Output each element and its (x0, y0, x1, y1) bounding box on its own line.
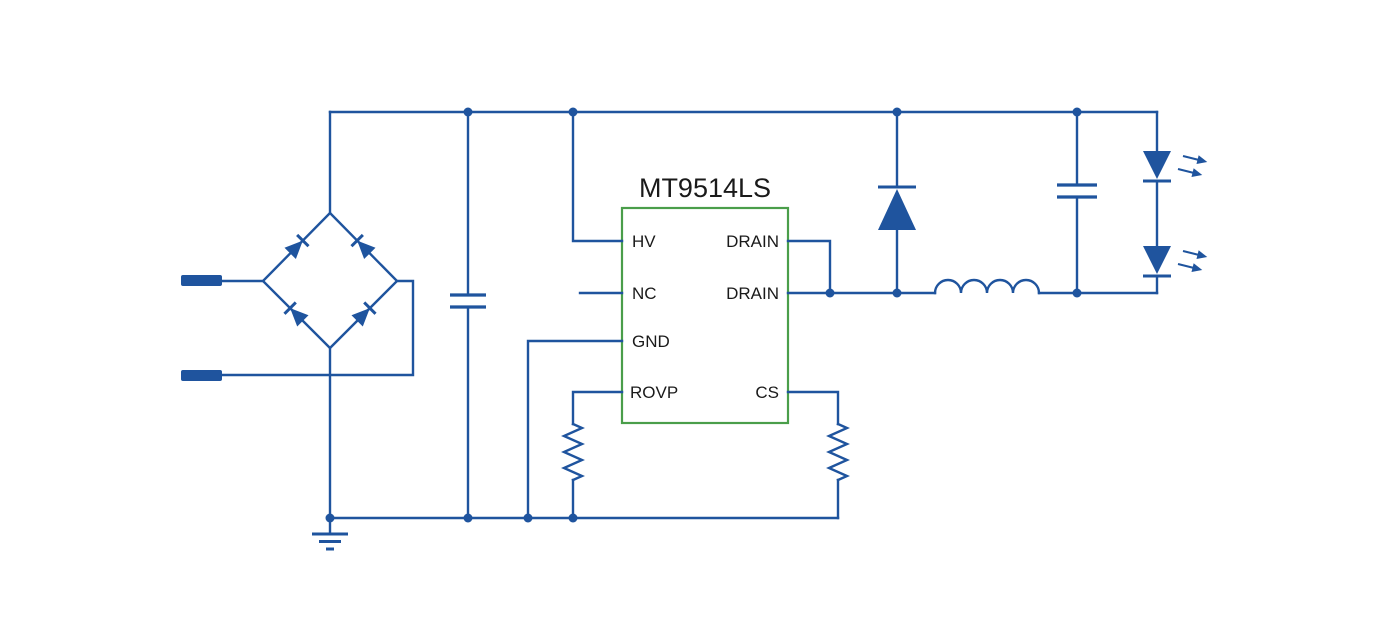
junction-dot (325, 513, 335, 523)
led-2-triangle (1143, 246, 1171, 274)
junction-dot (568, 513, 578, 523)
ac-terminal-bottom (181, 370, 222, 381)
cs-resistor (826, 422, 850, 482)
rovp-wire (571, 390, 624, 426)
junction-dot (892, 107, 902, 117)
pin-label-hv: HV (632, 232, 656, 251)
bridge-diode-top-right-icon (350, 233, 376, 260)
bridge-diode-top-left-icon (284, 233, 310, 260)
pin-label-nc: NC (632, 284, 657, 303)
bridge-diamond (261, 211, 399, 350)
led-1-emission-arrow-2 (1177, 168, 1203, 177)
junction-dot (825, 288, 835, 298)
output-inductor (933, 278, 1041, 295)
led-1-emission-arrow-1 (1182, 155, 1208, 164)
rovp-resistor (561, 422, 585, 482)
ic-title: MT9514LS (639, 173, 771, 203)
led-1-icon (1143, 151, 1208, 183)
led-2-emission-arrow-1 (1182, 250, 1208, 259)
flyback-diode (878, 110, 916, 295)
ic-mt9514ls: MT9514LS HV NC GND ROVP DRAIN DRAIN CS (620, 173, 790, 425)
flyback-diode-triangle (878, 189, 916, 230)
junction-dots (325, 107, 1082, 523)
bridge-rectifier (261, 110, 399, 520)
junction-dot (1072, 288, 1082, 298)
ic-body (620, 206, 790, 425)
led-1-triangle (1143, 151, 1171, 179)
output-capacitor (1057, 110, 1097, 295)
pin-label-cs: CS (755, 383, 779, 402)
junction-dot (1072, 107, 1082, 117)
pin-label-drain-2: DRAIN (726, 284, 779, 303)
junction-dot (892, 288, 902, 298)
ac-bottom-wire (220, 279, 415, 377)
drain-1-wire (786, 239, 832, 295)
ground-symbol (312, 516, 348, 551)
cs-wire (786, 390, 840, 426)
junction-dot (568, 107, 578, 117)
gnd-wire (526, 339, 624, 520)
hv-wire (571, 110, 624, 243)
junction-dot (463, 107, 473, 117)
pin-label-drain-1: DRAIN (726, 232, 779, 251)
pin-label-gnd: GND (632, 332, 670, 351)
input-filter-capacitor (450, 110, 486, 520)
bridge-diode-bottom-left-icon (283, 301, 309, 327)
pin-label-rovp: ROVP (630, 383, 678, 402)
junction-dot (523, 513, 533, 523)
junction-dot (463, 513, 473, 523)
led-2-emission-arrow-2 (1177, 263, 1203, 272)
bridge-diode-bottom-right-icon (351, 301, 377, 327)
led-string (1143, 110, 1208, 295)
led-2-icon (1143, 246, 1208, 278)
ac-terminal-top (181, 275, 222, 286)
